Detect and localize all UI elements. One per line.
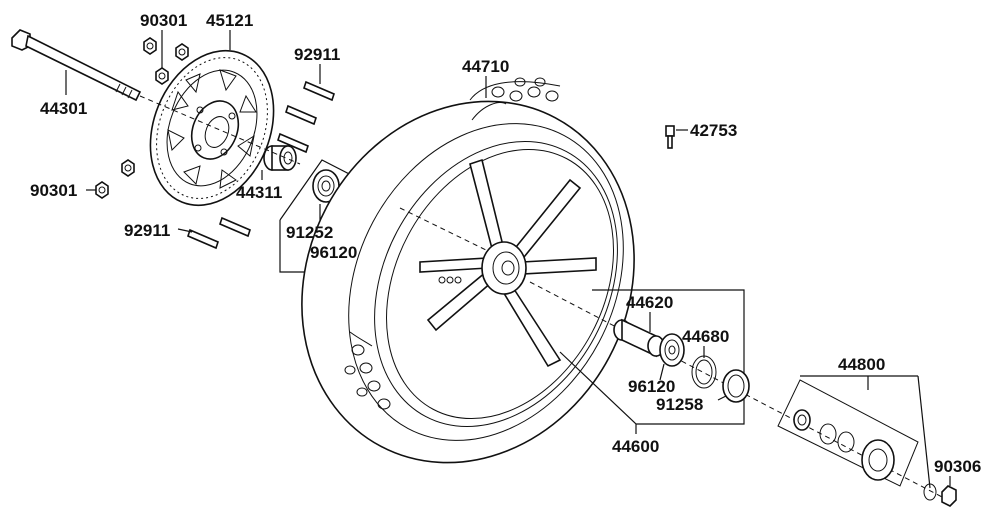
label-44600: 44600: [612, 437, 659, 456]
label-90306: 90306: [934, 457, 981, 476]
label-44301: 44301: [40, 99, 87, 118]
wheel-and-tire: [139, 76, 945, 499]
label-44620: 44620: [626, 293, 673, 312]
collar-44311: [261, 145, 297, 180]
label-90301-top: 90301: [140, 11, 187, 30]
label-45121: 45121: [206, 11, 253, 30]
nuts-90301-top: [143, 30, 189, 85]
label-96120-right: 96120: [628, 377, 675, 396]
label-91252: 91252: [286, 223, 333, 242]
label-44680: 44680: [682, 327, 729, 346]
label-44800: 44800: [838, 355, 885, 374]
wheel-assembly-box: [559, 289, 750, 434]
bolts-92911-bottom: [177, 216, 251, 250]
label-92911-top: 92911: [294, 45, 340, 64]
label-42753: 42753: [690, 121, 737, 140]
axle-nut-90306: [923, 476, 957, 507]
label-92911-bottom: 92911: [124, 221, 170, 240]
valve-42753: [665, 125, 688, 149]
speedo-gear-44800: [777, 375, 931, 489]
label-91258: 91258: [656, 395, 703, 414]
axle-44301: [11, 29, 142, 102]
nut-90301-left: [86, 159, 135, 199]
label-96120-left: 96120: [310, 243, 357, 262]
label-90301-left: 90301: [30, 181, 77, 200]
label-44710: 44710: [462, 57, 509, 76]
label-44311: 44311: [236, 183, 282, 202]
bolts-92911-top: [277, 64, 335, 154]
